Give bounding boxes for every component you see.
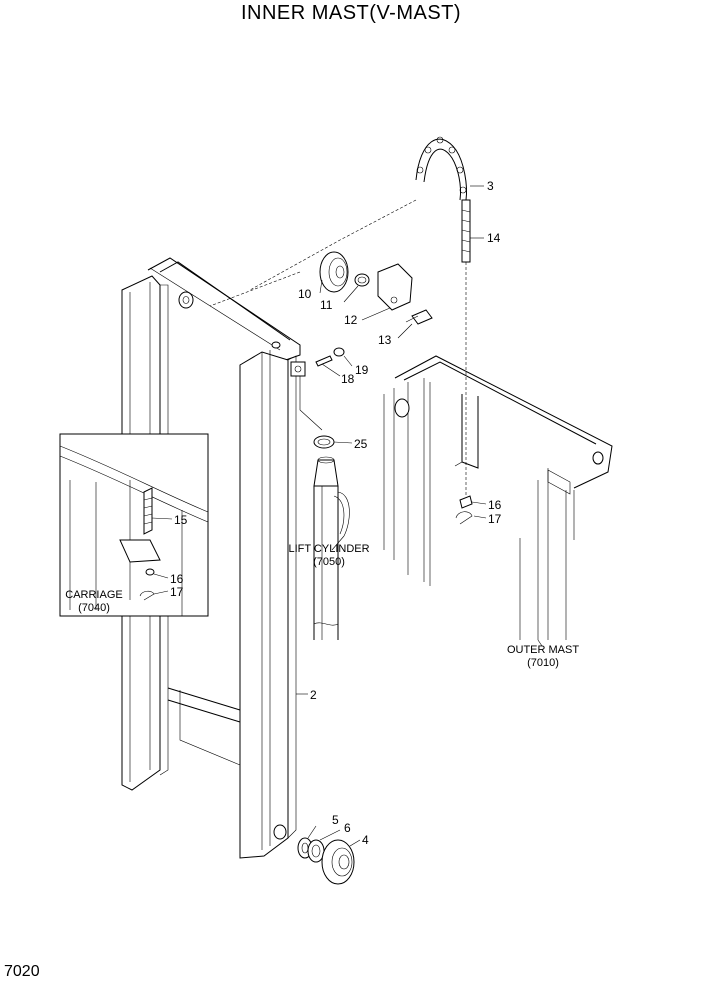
- carriage-code: (7040): [78, 602, 110, 614]
- carriage-label: CARRIAGE: [65, 589, 122, 601]
- callout-17-outer: 17: [488, 512, 502, 526]
- callout-15: 15: [174, 513, 188, 527]
- callout-5: 5: [332, 813, 339, 827]
- sheave-assembly: [209, 251, 433, 325]
- reference-labels: LIFT CYLINDER (7050) CARRIAGE (7040) OUT…: [65, 543, 579, 669]
- lift-cylinder-label: LIFT CYLINDER: [288, 543, 369, 555]
- callout-19: 19: [355, 363, 369, 377]
- carriage-inset: [59, 433, 209, 617]
- callout-16-inset: 16: [170, 572, 184, 586]
- leader-lines: [151, 185, 543, 847]
- outer-mast-code: (7010): [527, 657, 559, 669]
- callout-16-outer: 16: [488, 498, 502, 512]
- callout-3: 3: [487, 179, 494, 193]
- pin-and-nut: [315, 347, 345, 367]
- callout-11: 11: [320, 298, 333, 312]
- callout-numbers: 3 14 10 11 12 13 18 19 25 16 17 15 16 17…: [170, 179, 502, 847]
- inner-mast-frame: [121, 257, 323, 859]
- roller-parts: [297, 837, 355, 885]
- outer-mast-frame: [383, 355, 613, 640]
- callout-2: 2: [310, 688, 317, 702]
- lift-cylinder: [313, 435, 350, 640]
- callout-12: 12: [344, 313, 358, 327]
- lift-cylinder-code: (7050): [313, 556, 345, 568]
- callout-10: 10: [298, 287, 312, 301]
- callout-18: 18: [341, 372, 355, 386]
- page-number: 7020: [4, 963, 40, 980]
- callout-4: 4: [362, 833, 369, 847]
- chain-assembly: [249, 136, 471, 496]
- nut-pin-outer: [455, 495, 473, 525]
- callout-14: 14: [487, 231, 501, 245]
- callout-6: 6: [344, 821, 351, 835]
- page-title: INNER MAST(V-MAST): [240, 2, 462, 24]
- callout-17-inset: 17: [170, 585, 184, 599]
- callout-25: 25: [354, 437, 368, 451]
- callout-13: 13: [378, 333, 392, 347]
- outer-mast-label: OUTER MAST: [507, 644, 579, 656]
